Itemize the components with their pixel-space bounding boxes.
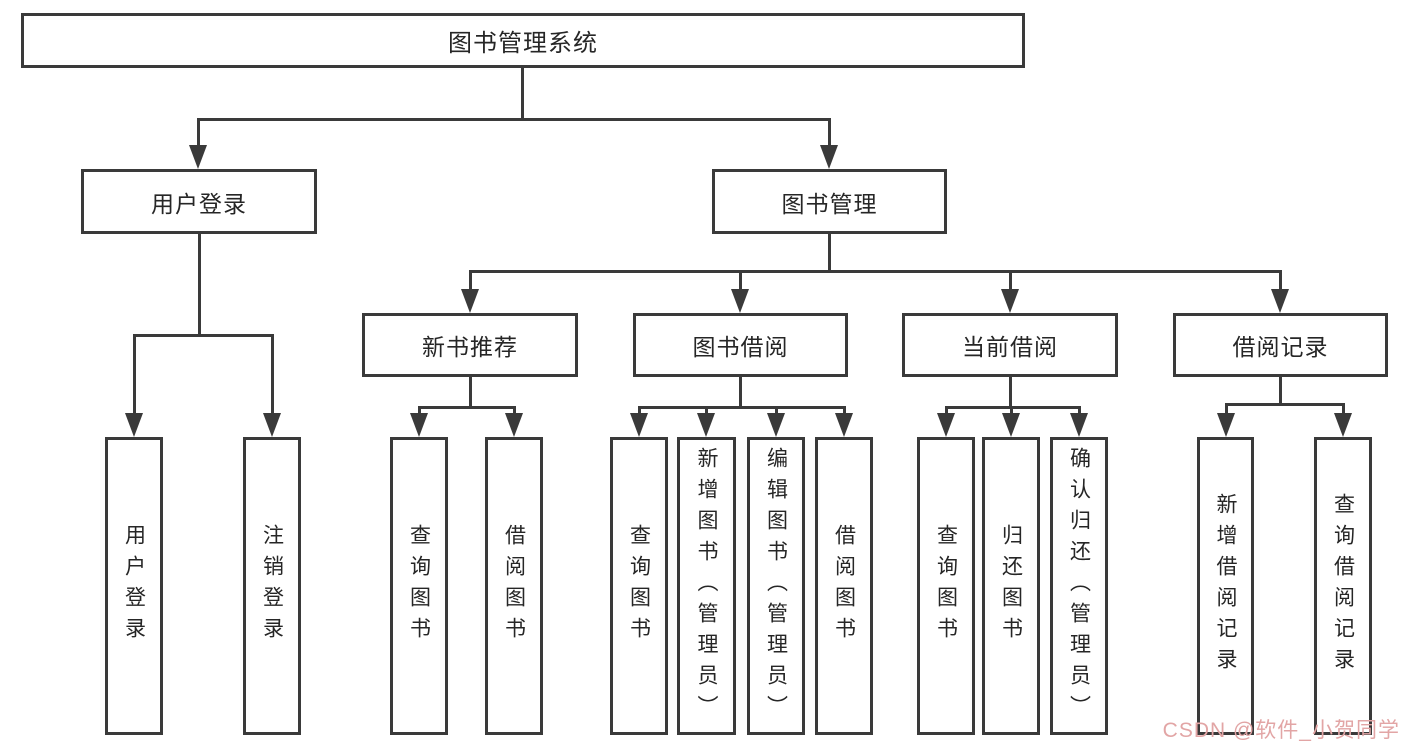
leaf-logout-label: 注销登录 [260,524,284,648]
arrow-down-leaf-logout [263,413,281,437]
arrow-down-br-query [1334,413,1352,437]
leaf-bb-borrow-book: 借阅图书 [815,437,873,735]
arrow-down-bb-add [697,413,715,437]
connector-stub-currentborrow [1009,270,1012,292]
arrow-down-newbookrec [461,289,479,313]
connector-newbookrec-vertical [469,377,472,409]
arrow-down-bb-edit [767,413,785,437]
connector-stub-book-mgmt [828,118,831,148]
arrow-down-borrowrecords [1271,289,1289,313]
connector-root-horizontal [197,118,831,121]
arrow-down-br-add [1217,413,1235,437]
leaf-bb-query-books-label: 查询图书 [627,524,651,648]
node-user-login: 用户登录 [81,169,317,234]
connector-stub-rec-query [418,406,421,416]
leaf-user-login-label: 用户登录 [122,524,146,648]
connector-stub-leaf-login [133,334,136,416]
connector-userlogin-horizontal [133,334,274,337]
watermark-text: CSDN @软件_小贺同学 [1162,719,1400,742]
node-new-book-rec: 新书推荐 [362,313,578,377]
node-book-borrow-label: 图书借阅 [692,334,789,360]
leaf-cb-query-books: 查询图书 [917,437,975,735]
connector-stub-bb-edit [775,406,778,416]
connector-borrowrecords-horizontal [1225,403,1345,406]
leaf-rec-borrow-books-label: 借阅图书 [502,524,526,648]
node-borrow-records-label: 借阅记录 [1232,334,1329,360]
leaf-br-query-record: 查询借阅记录 [1314,437,1372,735]
node-book-mgmt-label: 图书管理 [781,190,878,217]
connector-stub-cb-query [945,406,948,416]
node-new-book-rec-label: 新书推荐 [422,334,518,360]
connector-stub-bb-add [705,406,708,416]
leaf-bb-edit-book: 编辑图书（管理员） [747,437,805,735]
node-borrow-records: 借阅记录 [1173,313,1388,377]
leaf-cb-return-book: 归还图书 [982,437,1040,735]
arrow-down-bb-query [630,413,648,437]
leaf-bb-borrow-book-label: 借阅图书 [832,524,856,648]
connector-stub-leaf-logout [271,334,274,416]
connector-bookborrow-vertical [739,377,742,409]
leaf-logout: 注销登录 [243,437,301,735]
connector-root-vertical [521,68,524,120]
connector-borrowrecords-vertical [1279,377,1282,406]
node-book-borrow: 图书借阅 [633,313,848,377]
arrow-down-bookborrow [731,289,749,313]
arrow-down-rec-borrow [505,413,523,437]
leaf-bb-edit-book-label: 编辑图书（管理员） [764,446,788,726]
arrow-down-rec-query [410,413,428,437]
leaf-rec-borrow-books: 借阅图书 [485,437,543,735]
node-current-borrow-label: 当前借阅 [962,334,1058,360]
arrow-down-cb-query [937,413,955,437]
arrow-down-cb-confirm [1070,413,1088,437]
connector-stub-br-query [1342,403,1345,416]
arrow-down-book-mgmt [820,145,838,169]
node-book-mgmt: 图书管理 [712,169,947,234]
leaf-cb-return-book-label: 归还图书 [999,524,1023,648]
leaf-cb-query-books-label: 查询图书 [934,524,958,648]
connector-userlogin-vertical [198,234,201,337]
leaf-br-add-record: 新增借阅记录 [1197,437,1254,735]
connector-bookborrow-horizontal [638,406,846,409]
connector-stub-br-add [1225,403,1228,416]
connector-stub-cb-return [1010,406,1013,416]
leaf-bb-add-book-label: 新增图书（管理员） [695,446,718,726]
leaf-bb-add-book: 新增图书（管理员） [677,437,736,735]
node-root: 图书管理系统 [21,13,1025,68]
node-current-borrow: 当前借阅 [902,313,1118,377]
leaf-user-login: 用户登录 [105,437,163,735]
leaf-br-query-record-label: 查询借阅记录 [1331,493,1355,679]
connector-stub-borrowrecords [1279,270,1282,292]
connector-stub-user-login [197,118,200,148]
node-user-login-label: 用户登录 [151,190,247,217]
connector-stub-newbookrec [469,270,472,292]
connector-currentborrow-vertical [1009,377,1012,409]
connector-bookmgmt-horizontal [469,270,1282,273]
connector-stub-cb-confirm [1078,406,1081,416]
leaf-cb-confirm-return-label: 确认归还（管理员） [1067,446,1091,726]
leaf-cb-confirm-return: 确认归还（管理员） [1050,437,1108,735]
connector-bookmgmt-vertical [828,234,831,273]
arrow-down-currentborrow [1001,289,1019,313]
connector-stub-bookborrow [739,270,742,292]
node-root-label: 图书管理系统 [448,30,598,57]
leaf-rec-query-books-label: 查询图书 [407,524,431,648]
arrow-down-cb-return [1002,413,1020,437]
leaf-bb-query-books: 查询图书 [610,437,668,735]
leaf-br-add-record-label: 新增借阅记录 [1214,493,1237,679]
connector-newbookrec-horizontal [418,406,516,409]
arrow-down-leaf-login [125,413,143,437]
connector-stub-bb-query [638,406,641,416]
connector-stub-rec-borrow [513,406,516,416]
connector-currentborrow-horizontal [945,406,1081,409]
leaf-rec-query-books: 查询图书 [390,437,448,735]
connector-stub-bb-borrow [843,406,846,416]
arrow-down-bb-borrow [835,413,853,437]
arrow-down-user-login [189,145,207,169]
